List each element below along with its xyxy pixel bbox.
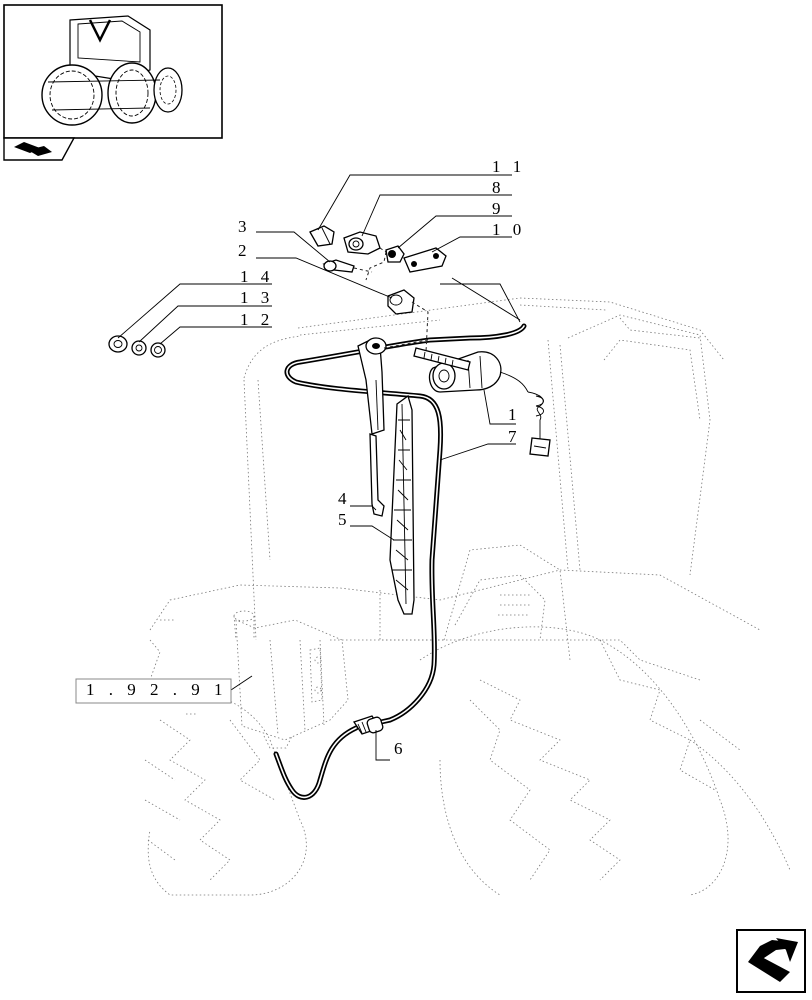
callout-3: 3 <box>238 217 251 236</box>
part-2-grommet[interactable] <box>387 289 415 315</box>
callout-1: 1 <box>508 405 521 424</box>
callout-7: 7 <box>508 427 521 446</box>
part-11-cap[interactable] <box>309 225 335 247</box>
callout-10: 1 0 <box>492 220 525 239</box>
callout-9: 9 <box>492 199 505 218</box>
reference-label[interactable]: 1 . 9 2 . 9 1 <box>86 680 228 699</box>
hose-connector[interactable] <box>352 715 384 735</box>
callout-5: 5 <box>338 510 351 529</box>
part-9-washer[interactable] <box>385 245 405 263</box>
callout-8: 8 <box>492 178 505 197</box>
next-arrow-icon[interactable] <box>736 929 806 993</box>
callout-11: 1 1 <box>492 157 525 176</box>
callout-13: 1 3 <box>240 288 273 307</box>
part-8-nut[interactable] <box>343 231 381 255</box>
book-icon[interactable] <box>3 137 76 161</box>
callout-labels: 1 1 8 9 1 0 3 2 1 4 1 3 1 2 1 7 4 5 6 <box>238 157 525 758</box>
part-10-bracket[interactable] <box>403 247 447 273</box>
part-14-13-12-rings[interactable] <box>108 335 166 358</box>
tractor-thumbnail[interactable] <box>3 4 223 139</box>
callout-14: 1 4 <box>240 267 273 286</box>
callout-2: 2 <box>238 241 251 260</box>
reference-box <box>75 678 232 704</box>
callout-4: 4 <box>338 489 351 508</box>
wiper-arm[interactable] <box>357 337 387 517</box>
part-3-bolt[interactable] <box>322 259 355 273</box>
assembly-lines <box>353 247 429 353</box>
callout-12: 1 2 <box>240 310 273 329</box>
wiper-motor[interactable] <box>413 347 551 457</box>
callout-6: 6 <box>394 739 407 758</box>
leader-lines <box>117 174 521 761</box>
wiper-blade[interactable] <box>389 394 415 615</box>
washer-reservoir <box>233 610 349 749</box>
